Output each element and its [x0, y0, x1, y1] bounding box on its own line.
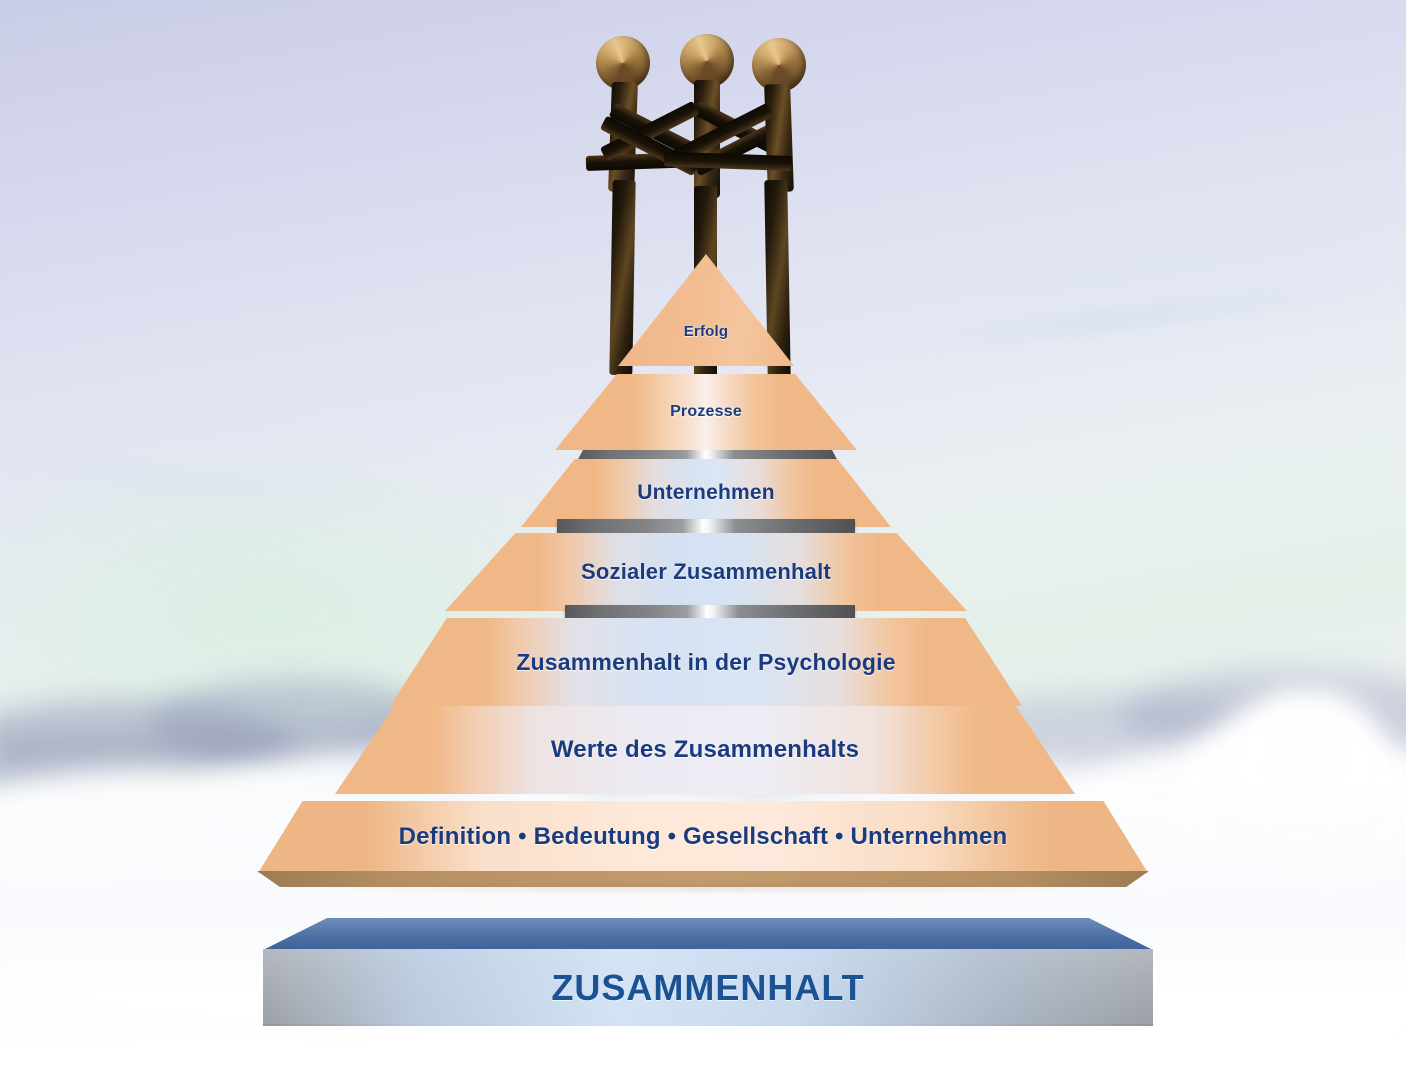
- base-block-top: [263, 918, 1153, 950]
- pyramid-level-sozialer[interactable]: Sozialer Zusammenhalt: [445, 533, 967, 611]
- pyramid-level-label: Werte des Zusammenhalts: [550, 736, 860, 763]
- pyramid-separator: [557, 519, 855, 533]
- base-block-label: ZUSAMMENHALT: [551, 966, 865, 1008]
- pyramid-level-label: Zusammenhalt in der Psychologie: [516, 648, 896, 675]
- pyramid-base-edge: [257, 871, 1149, 887]
- pyramid-level-psychologie[interactable]: Zusammenhalt in der Psychologie: [390, 618, 1022, 706]
- pyramid-level-label: Prozesse: [670, 403, 742, 420]
- pyramid-level-werte[interactable]: Werte des Zusammenhalts: [335, 706, 1075, 794]
- pyramid-level-label: Definition • Bedeutung • Gesellschaft • …: [398, 823, 1008, 850]
- base-block-label-panel: ZUSAMMENHALT: [263, 949, 1153, 1026]
- pyramid-level-definition[interactable]: Definition • Bedeutung • Gesellschaft • …: [258, 801, 1148, 873]
- pyramid-level-label: Erfolg: [683, 322, 729, 340]
- pyramid-level-label: Sozialer Zusammenhalt: [581, 559, 831, 584]
- pyramid-level-unternehmen[interactable]: Unternehmen: [521, 459, 891, 527]
- pyramid-base-shadow: [262, 885, 1144, 893]
- pyramid-level-prozesse[interactable]: Prozesse: [555, 374, 857, 450]
- base-block[interactable]: ZUSAMMENHALT: [263, 918, 1153, 1026]
- pyramid-separator: [565, 605, 855, 618]
- pyramid-level-erfolg[interactable]: Erfolg: [618, 254, 794, 366]
- pyramid-level-label: Unternehmen: [637, 481, 775, 504]
